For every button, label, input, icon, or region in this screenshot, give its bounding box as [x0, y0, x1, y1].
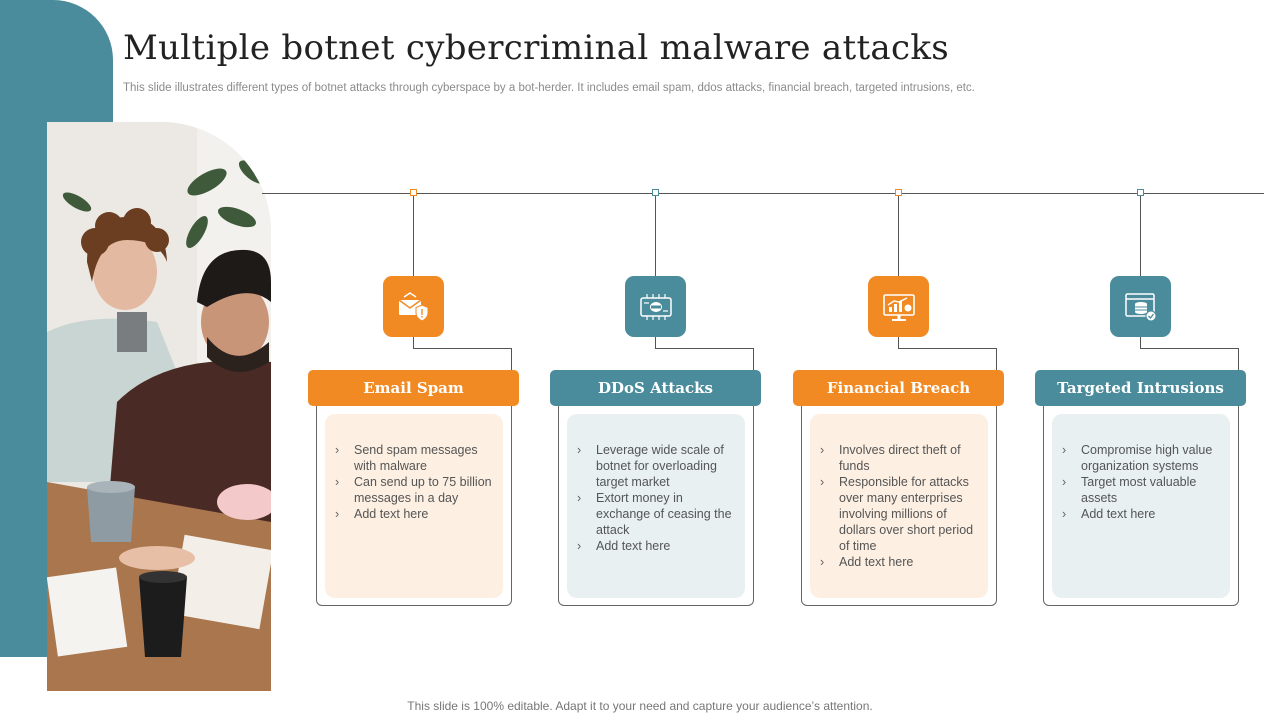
card-frame-2 — [558, 404, 754, 606]
card-title-financial-breach: Financial Breach — [793, 370, 1004, 406]
card-body-targeted-intrusions: Compromise high value organization syste… — [1052, 414, 1230, 598]
connector-bar-1 — [413, 348, 512, 349]
page-title: Multiple botnet cybercriminal malware at… — [123, 28, 949, 68]
connector-bar-4 — [1140, 348, 1239, 349]
connector-2 — [655, 196, 656, 276]
connector-frame-3 — [996, 348, 997, 370]
server-window-icon — [1124, 292, 1156, 321]
connector-1 — [413, 196, 414, 276]
connector-4 — [1140, 196, 1141, 276]
botnet-chip-icon — [639, 293, 672, 320]
card-title-targeted-intrusions: Targeted Intrusions — [1035, 370, 1246, 406]
page-subtitle: This slide illustrates different types o… — [123, 82, 975, 94]
timeline-line — [262, 193, 1264, 194]
timeline-node-3 — [895, 189, 902, 196]
connector-bar-3 — [898, 348, 997, 349]
list-item: Add text here — [820, 554, 980, 570]
card-title-ddos-attacks: DDoS Attacks — [550, 370, 761, 406]
card-frame-1 — [316, 404, 512, 606]
list-item: Add text here — [577, 538, 737, 554]
email-warning-icon — [398, 291, 428, 322]
timeline-node-1 — [410, 189, 417, 196]
card-frame-4 — [1043, 404, 1239, 606]
card-frame-3 — [801, 404, 997, 606]
connector-3 — [898, 196, 899, 276]
list-item: Target most valuable assets — [1062, 474, 1222, 506]
targeted-intrusions-icon-tile — [1110, 276, 1171, 337]
connector-frame-4 — [1238, 348, 1239, 370]
financial-breach-icon-tile — [868, 276, 929, 337]
card-body-ddos-attacks: Leverage wide scale of botnet for overlo… — [567, 414, 745, 598]
list-item: Send spam messages with malware — [335, 442, 495, 474]
card-body-financial-breach: Involves direct theft of funds Responsib… — [810, 414, 988, 598]
connector-icon-2 — [655, 337, 656, 348]
list-item: Compromise high value organization syste… — [1062, 442, 1222, 474]
list-item: Leverage wide scale of botnet for overlo… — [577, 442, 737, 490]
list-item: Extort money in exchange of ceasing the … — [577, 490, 737, 538]
email-spam-icon-tile — [383, 276, 444, 337]
footer-note: This slide is 100% editable. Adapt it to… — [407, 699, 873, 713]
timeline-node-2 — [652, 189, 659, 196]
connector-icon-4 — [1140, 337, 1141, 348]
connector-bar-2 — [655, 348, 754, 349]
financial-chart-monitor-icon — [882, 293, 915, 321]
connector-frame-2 — [753, 348, 754, 370]
card-body-email-spam: Send spam messages with malware Can send… — [325, 414, 503, 598]
list-item: Add text here — [335, 506, 495, 522]
connector-frame-1 — [511, 348, 512, 370]
list-item: Responsible for attacks over many enterp… — [820, 474, 980, 554]
list-item: Involves direct theft of funds — [820, 442, 980, 474]
list-item: Add text here — [1062, 506, 1222, 522]
ddos-icon-tile — [625, 276, 686, 337]
card-title-email-spam: Email Spam — [308, 370, 519, 406]
connector-icon-3 — [898, 337, 899, 348]
timeline-node-4 — [1137, 189, 1144, 196]
list-item: Can send up to 75 billion messages in a … — [335, 474, 495, 506]
connector-icon-1 — [413, 337, 414, 348]
team-meeting-photo — [47, 122, 271, 691]
